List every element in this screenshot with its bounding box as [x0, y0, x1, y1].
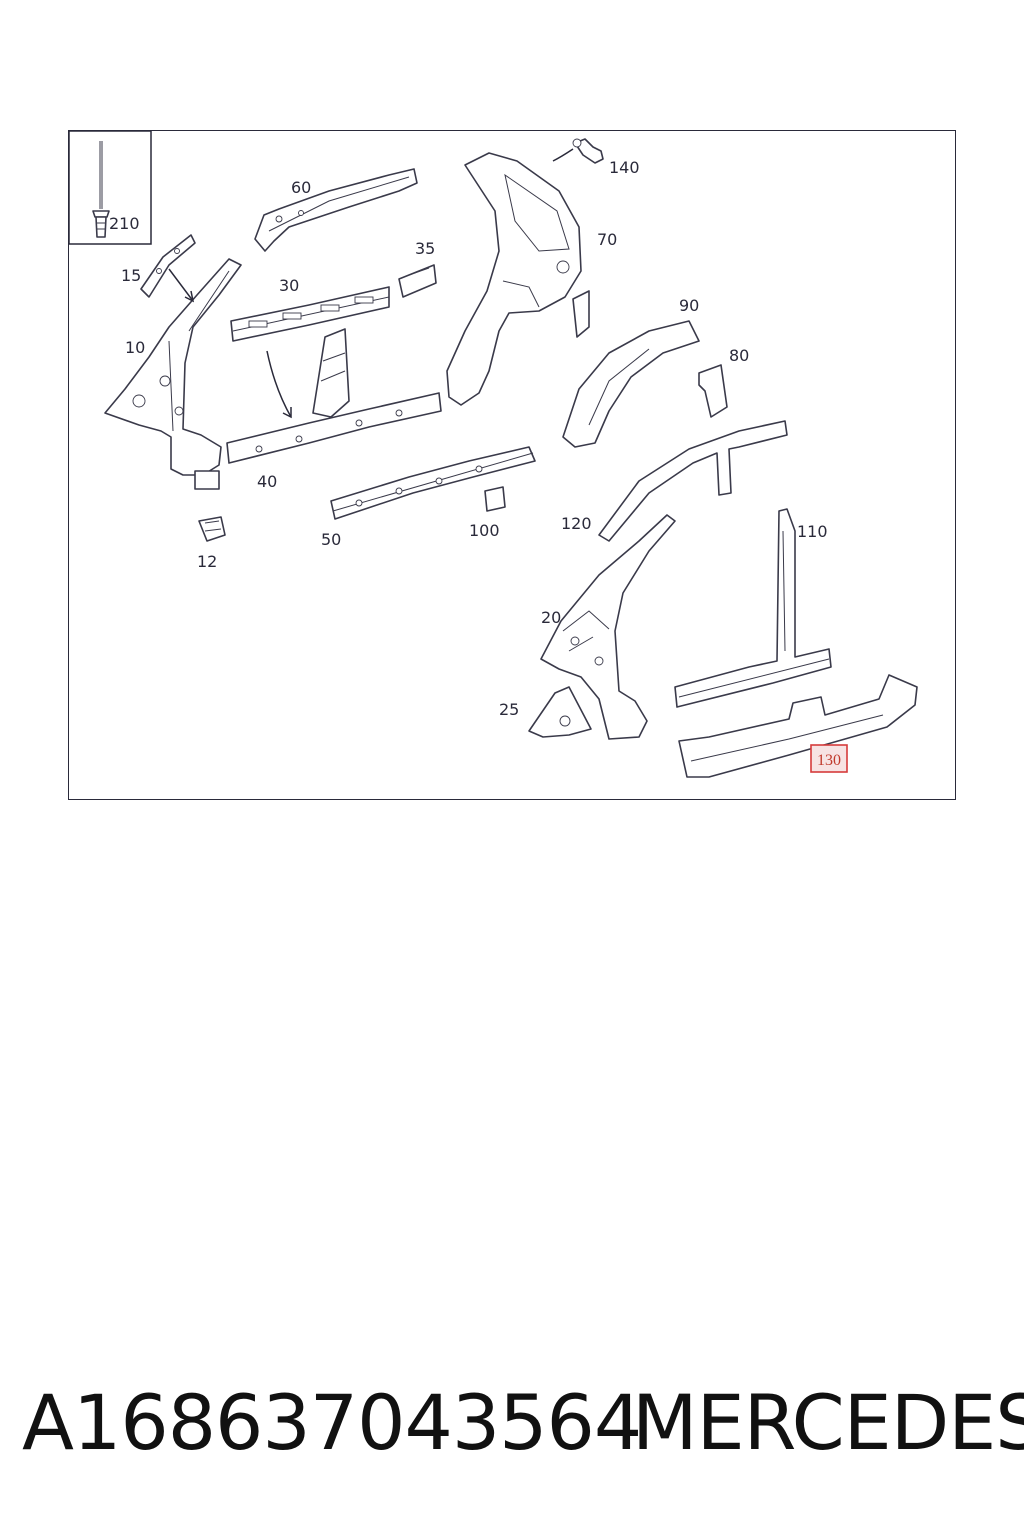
callout-70: 70 [597, 230, 617, 249]
callout-90: 90 [679, 296, 699, 315]
part-15-strip [140, 234, 196, 298]
part-100-clip [484, 486, 506, 512]
callout-20: 20 [541, 608, 561, 627]
fastener-inset [69, 131, 152, 245]
arrow-15-to-10-head [184, 290, 195, 303]
part-30-inner-rail [230, 286, 390, 342]
callout-25: 25 [499, 700, 519, 719]
arrow-30-to-40-head [282, 407, 292, 419]
callout-130-highlight: 130 [810, 744, 848, 773]
part-40-side-member [226, 328, 442, 464]
part-12-clip [198, 516, 226, 542]
callout-50: 50 [321, 530, 341, 549]
callout-10: 10 [125, 338, 145, 357]
callout-15: 15 [121, 266, 141, 285]
part-80-bracket [698, 364, 728, 418]
part-120-rail [598, 420, 788, 542]
part-90-wheelhouse [562, 320, 700, 448]
part-number: A168637043564 [22, 1378, 642, 1467]
callout-110: 110 [797, 522, 828, 541]
callout-40: 40 [257, 472, 277, 491]
part-110-b-pillar [674, 508, 832, 708]
part-35-bracket [398, 264, 437, 298]
part-130-sill-panel [678, 674, 918, 778]
callout-12: 12 [197, 552, 217, 571]
part-10-front-pillar [104, 258, 242, 490]
callout-100: 100 [469, 521, 500, 540]
callout-30: 30 [279, 276, 299, 295]
parts-diagram-drawing: 210 60 35 30 15 10 40 12 50 100 140 70 9… [69, 131, 918, 778]
parts-diagram: 210 60 35 30 15 10 40 12 50 100 140 70 9… [68, 130, 956, 800]
part-25-gusset [528, 686, 592, 738]
part-50-lower-rail [330, 446, 536, 520]
callout-130: 130 [817, 752, 841, 769]
callout-140: 140 [609, 158, 640, 177]
part-20-a-pillar [540, 514, 676, 740]
arrow-140 [552, 148, 574, 162]
callout-60: 60 [291, 178, 311, 197]
arrow-15-to-10 [168, 268, 194, 302]
arrow-30-to-40 [266, 350, 292, 418]
part-70-rear-quarter [446, 152, 590, 406]
callout-80: 80 [729, 346, 749, 365]
brand-name: MERCEDES [632, 1378, 1024, 1467]
callout-35: 35 [415, 239, 435, 258]
callout-210: 210 [109, 214, 140, 233]
part-140-push-pin [572, 138, 604, 164]
part-60-roof-rail [254, 168, 418, 252]
callout-120: 120 [561, 514, 592, 533]
